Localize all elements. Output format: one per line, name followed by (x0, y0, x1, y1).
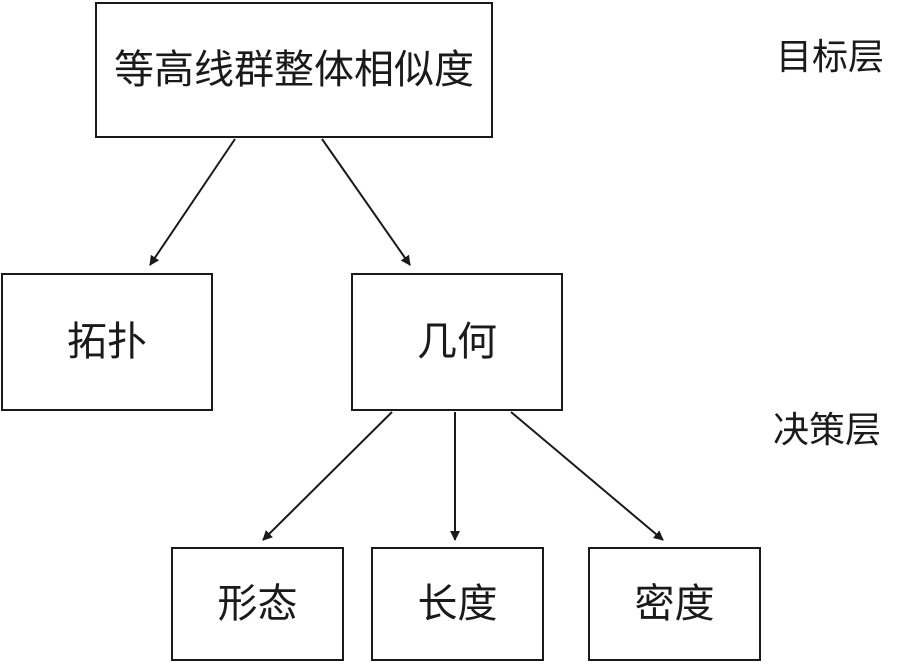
geometry-node-label: 几何 (417, 319, 497, 365)
edge-geometry-to-density (510, 411, 664, 541)
root-node: 等高线群整体相似度 (95, 2, 493, 138)
goal-layer-label: 目标层 (776, 37, 885, 78)
shape-node-label: 形态 (217, 581, 298, 627)
edge-root-to-geometry (321, 138, 411, 266)
length-node-label: 长度 (417, 581, 498, 627)
density-node: 密度 (588, 547, 761, 661)
root-node-label: 等高线群整体相似度 (114, 47, 474, 93)
geometry-node: 几何 (351, 273, 563, 411)
edge-root-to-topology (149, 138, 236, 266)
edge-geometry-to-shape (262, 411, 393, 541)
decision-layer-label: 决策层 (773, 410, 882, 451)
density-node-label: 密度 (634, 581, 715, 627)
shape-node: 形态 (171, 547, 344, 661)
topology-node-label: 拓扑 (67, 319, 147, 365)
length-node: 长度 (371, 547, 544, 661)
topology-node: 拓扑 (1, 273, 213, 411)
